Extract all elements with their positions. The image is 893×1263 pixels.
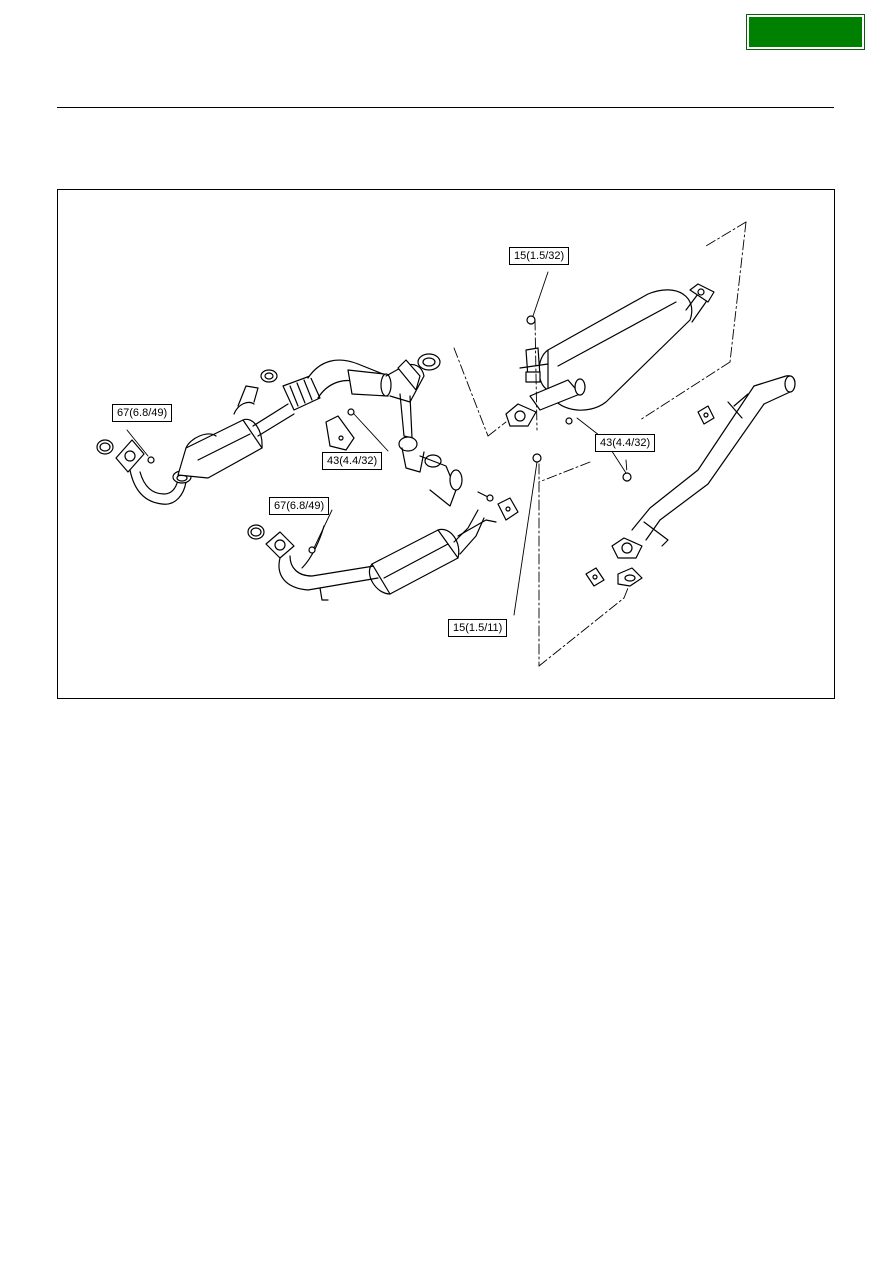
torque-callout-left-pipe-flange: 67(6.8/49) bbox=[112, 404, 173, 422]
left-front-pipe bbox=[96, 385, 295, 505]
y-pipe-upper bbox=[260, 359, 425, 451]
exhaust-drawing bbox=[96, 221, 796, 667]
alignment-lines bbox=[453, 221, 747, 667]
section-badge-fill bbox=[749, 17, 862, 47]
header-rule bbox=[57, 107, 834, 108]
section-badge bbox=[746, 14, 865, 50]
torque-callout-center-bracket-nut: 43(4.4/32) bbox=[322, 452, 383, 470]
torque-callout-lower-pipe-flange: 67(6.8/49) bbox=[269, 497, 330, 515]
torque-callout-upper-right-nut: 15(1.5/32) bbox=[509, 247, 570, 265]
torque-callout-right-bracket-nut: 43(4.4/32) bbox=[595, 434, 656, 452]
exhaust-system-diagram: 15(1.5/32) 67(6.8/49) 43(4.4/32) 67(6.8/… bbox=[57, 189, 835, 699]
torque-callout-lower-hanger-nut: 15(1.5/11) bbox=[448, 619, 508, 637]
lower-front-pipe bbox=[247, 509, 497, 601]
intermediate-pipe bbox=[585, 375, 796, 587]
y-pipe-right bbox=[397, 353, 519, 521]
